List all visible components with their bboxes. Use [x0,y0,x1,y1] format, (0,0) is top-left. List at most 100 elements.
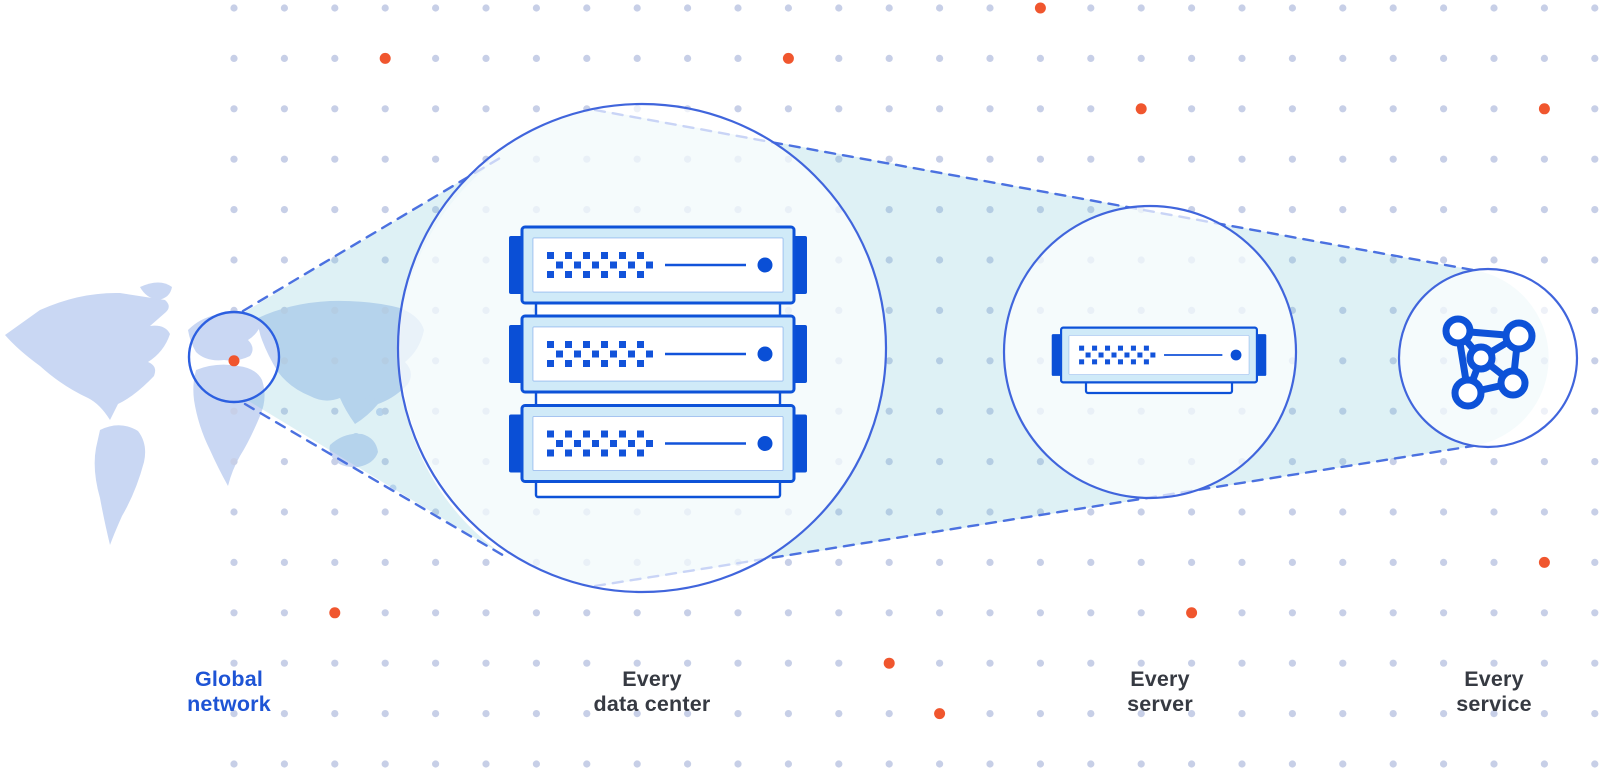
grid-dot [230,4,238,12]
grid-dot [432,710,440,718]
grid-dot [583,659,591,667]
grid-dot [331,256,339,264]
grid-dot [1036,558,1044,567]
grid-dot [280,4,288,12]
grid-dot [432,558,440,567]
grid-dot [684,659,692,667]
grid-dot [1288,4,1296,12]
grid-dot [230,659,238,667]
grid-dot [1540,508,1548,516]
grid-dot [1490,710,1498,718]
grid-dot [280,458,288,466]
label-line: data center [593,691,711,716]
grid-dot [1339,155,1347,163]
grid-dot [482,4,490,12]
server-unit-2 [507,314,809,394]
grid-dot [230,407,238,415]
map-marker-dot [228,355,240,367]
grid-dot [1137,54,1145,63]
grid-dot [532,760,541,768]
grid-dot [482,609,490,617]
grid-dot [633,659,641,667]
grid-dot [230,558,238,567]
grid-dot [885,508,893,516]
grid-dot [936,206,944,214]
label-line: Global [194,667,264,691]
grid-dot [1036,710,1044,718]
grid-dot [1440,54,1448,63]
grid-dot [1540,256,1548,264]
grid-dot [331,558,339,567]
grid-dot [1137,558,1145,567]
grid-dot [482,558,490,567]
grid-dot [1238,659,1246,667]
grid-dot [633,54,641,63]
grid-dot [1440,155,1448,163]
grid-dot [1339,710,1347,718]
server-unit-3 [507,404,809,483]
grid-dot [1389,155,1397,163]
grid-dot [1288,558,1296,567]
grid-dot [331,155,339,163]
grid-dot-orange [379,52,391,64]
single-server-unit [1050,326,1268,384]
grid-dot [1339,558,1347,567]
grid-dot [1238,710,1246,718]
grid-dot [936,407,944,415]
grid-dot [1591,4,1599,12]
grid-dot-orange [329,607,341,619]
grid-dot [986,105,994,113]
grid-dot [734,105,742,113]
grid-dot [1288,206,1296,214]
grid-dot [432,4,440,12]
grid-dot [885,357,893,365]
grid-dot [1238,155,1246,163]
grid-dot [1036,54,1044,63]
grid-dot [885,710,893,718]
grid-dot [381,508,389,516]
server-rack-icon [507,225,809,499]
grid-dot [936,256,944,264]
grid-dot [1440,760,1448,768]
grid-dot [280,105,288,113]
grid-dot [1490,558,1498,567]
grid-dot [1389,407,1397,415]
grid-dot [986,659,994,667]
grid-dot [1238,4,1246,12]
grid-dot [331,659,339,667]
grid-dot-orange [782,52,794,64]
continent-australia [329,433,378,468]
grid-dot [432,659,440,667]
grid-dot [331,407,339,415]
label-line: network [187,691,271,716]
grid-dot [1188,710,1196,718]
grid-dot [1339,54,1347,63]
grid-dot [986,558,994,567]
grid-dot [986,155,994,163]
grid-dot [1238,105,1246,113]
grid-dot [936,105,944,113]
grid-dot [381,760,389,768]
grid-dot [1389,4,1397,12]
grid-dot [1591,357,1599,365]
grid-dot [1137,508,1145,516]
grid-dot [432,54,440,63]
grid-dot [280,659,288,667]
grid-dot [331,54,339,63]
grid-dot [633,4,641,12]
grid-dot [1288,458,1296,466]
grid-dot [381,458,389,466]
grid-dot [381,155,389,163]
grid-dot [835,659,843,667]
grid-dot [1339,256,1347,264]
grid-dot [1339,458,1347,466]
grid-dot [1137,659,1145,667]
grid-dot [1339,508,1347,516]
grid-dot [331,206,339,214]
grid-dot [381,558,389,567]
grid-dot [1036,206,1044,214]
grid-dot [1238,760,1246,768]
grid-dot [1389,54,1397,63]
